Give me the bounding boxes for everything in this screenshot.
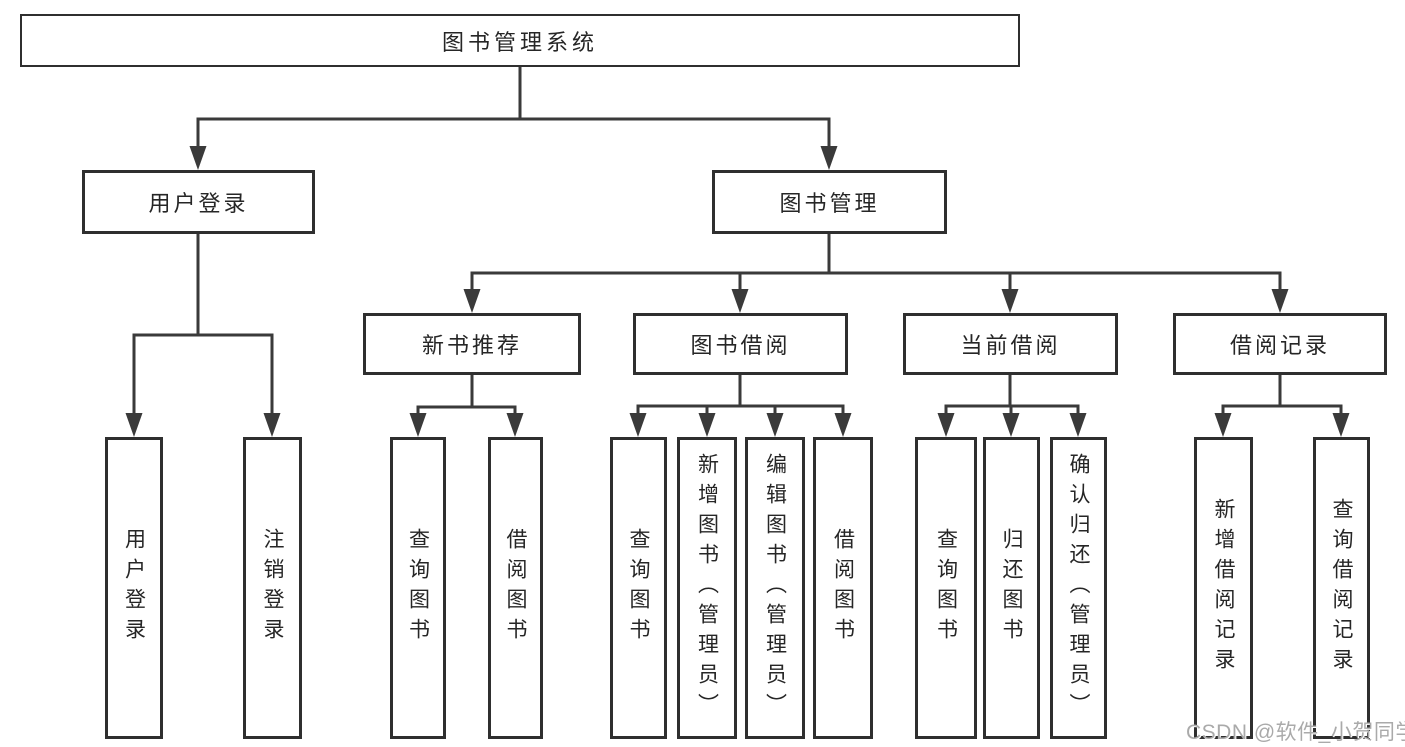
leaf-add-books-admin: 新增图书（管理员） bbox=[677, 437, 737, 739]
node-book-management: 图书管理 bbox=[712, 170, 947, 234]
leaf-edit-books-admin: 编辑图书（管理员） bbox=[745, 437, 805, 739]
leaf-add-borrow-record: 新增借阅记录 bbox=[1194, 437, 1253, 739]
leaf-confirm-return-admin: 确认归还（管理员） bbox=[1050, 437, 1107, 739]
leaf-return-books: 归还图书 bbox=[983, 437, 1040, 739]
node-user-login: 用户登录 bbox=[82, 170, 315, 234]
leaf-query-borrow-record: 查询借阅记录 bbox=[1313, 437, 1370, 739]
csdn-watermark: CSDN @软件_小贺同学 bbox=[1186, 721, 1405, 744]
leaf-user-login: 用户登录 bbox=[105, 437, 163, 739]
node-current-borrow: 当前借阅 bbox=[903, 313, 1118, 375]
node-new-book-recommend: 新书推荐 bbox=[363, 313, 581, 375]
leaf-logout: 注销登录 bbox=[243, 437, 302, 739]
node-book-borrow: 图书借阅 bbox=[633, 313, 848, 375]
leaf-query-books-current: 查询图书 bbox=[915, 437, 977, 739]
node-library-system: 图书管理系统 bbox=[20, 14, 1020, 67]
leaf-borrow-books-recommend: 借阅图书 bbox=[488, 437, 543, 739]
leaf-query-books-borrow: 查询图书 bbox=[610, 437, 667, 739]
node-borrow-records: 借阅记录 bbox=[1173, 313, 1387, 375]
leaf-query-books-recommend: 查询图书 bbox=[390, 437, 446, 739]
leaf-borrow-books: 借阅图书 bbox=[813, 437, 873, 739]
